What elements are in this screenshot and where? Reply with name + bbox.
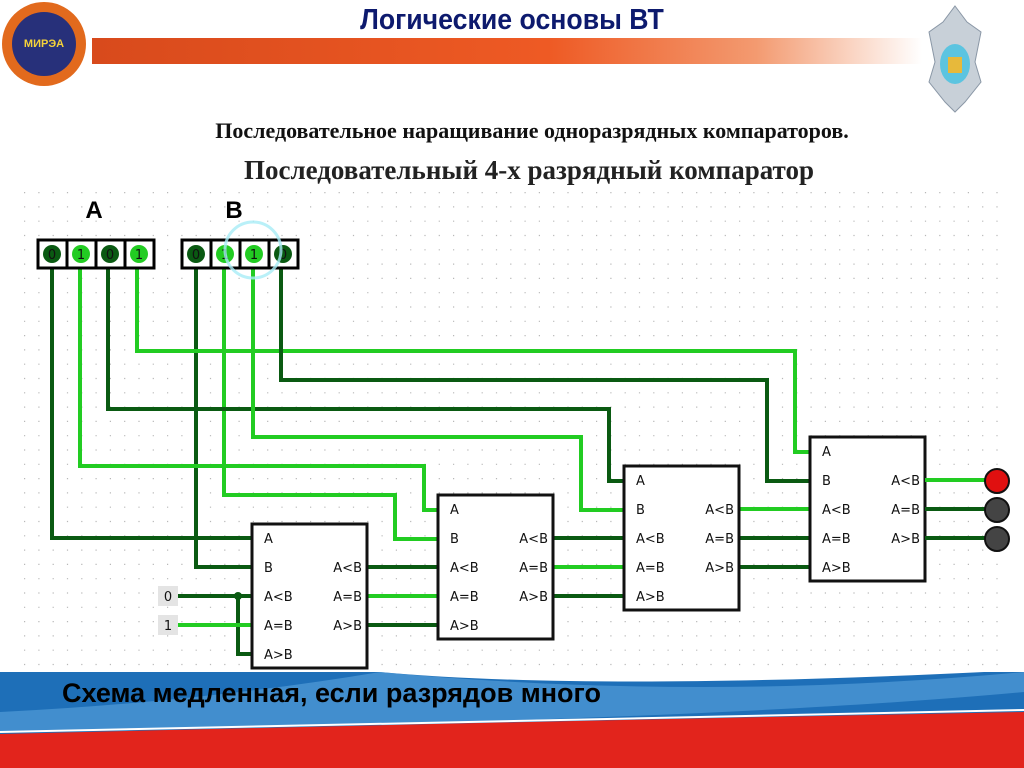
comparator-input-label: A [264, 532, 273, 547]
comparator-1 [250, 522, 369, 670]
pin-bit-value: 1 [77, 248, 85, 263]
wire-b1 [251, 268, 624, 512]
comparator-input-label: A=B [450, 590, 479, 605]
wire-b0 [279, 268, 810, 483]
comparator-input-label: B [636, 503, 645, 518]
emblem-logo [928, 5, 982, 113]
pin-bit-value: 0 [192, 248, 200, 263]
constant-value: 1 [164, 619, 172, 634]
comparator-output-label: A>B [333, 619, 362, 634]
constant-box [158, 615, 178, 635]
comparator-input-label: B [822, 474, 831, 489]
comparator-output-label: A<B [519, 532, 548, 547]
comparator-output-label: A<B [333, 561, 362, 576]
comparator-output-label: A>B [891, 532, 920, 547]
wire-a2 [78, 268, 438, 512]
bottom-decoration [0, 672, 1024, 768]
comparator-input-label: A=B [822, 532, 851, 547]
title-bar-decoration [92, 38, 922, 64]
pin-bit-0[interactable] [187, 245, 205, 263]
wire-b2 [222, 268, 438, 541]
comparator-input-label: A<B [450, 561, 479, 576]
comparator-input-label: A>B [264, 648, 293, 663]
comparator-input-label: A>B [450, 619, 479, 634]
comparator-input-label: A [636, 474, 645, 489]
slide-title: Логические основы ВТ [360, 4, 664, 36]
comparator-output-label: A=B [519, 561, 548, 576]
led-lt [984, 468, 1010, 494]
wire-a3 [50, 268, 252, 540]
subtitle-2: Последовательный 4-х разрядный компарато… [244, 155, 814, 185]
led-gt [984, 526, 1010, 552]
comparator-output-label: A>B [705, 561, 734, 576]
wire-a0 [135, 268, 810, 454]
wire-b3 [194, 268, 252, 569]
input-a-label: A [85, 197, 102, 224]
comparator-input-label: A [822, 445, 831, 460]
input-b-label: B [225, 197, 242, 224]
comparator-circuit: 01ABA<BA=BA>BA<BA=BA>BABA<BA=BA>BA<BA=BA… [24, 192, 1010, 670]
pin-bit-2[interactable] [245, 245, 263, 263]
comparator-input-label: A<B [264, 590, 293, 605]
comparator-output-label: A<B [891, 474, 920, 489]
pin-bit-value: 0 [279, 248, 287, 263]
comparator-input-label: B [450, 532, 459, 547]
comparator-output-label: A=B [333, 590, 362, 605]
junction-dot [234, 592, 242, 600]
pin-bit-3[interactable] [130, 245, 148, 263]
comparator-input-label: A=B [264, 619, 293, 634]
cursor-highlight [223, 220, 283, 280]
comparator-output-label: A=B [705, 532, 734, 547]
pin-bit-2[interactable] [101, 245, 119, 263]
footer-caption: Схема медленная, если разрядов много [62, 678, 601, 708]
wire-const-gt [236, 596, 252, 656]
comparator-input-label: A=B [636, 561, 665, 576]
pin-bit-value: 0 [48, 248, 56, 263]
comparator-input-label: A<B [636, 532, 665, 547]
comparator-2 [436, 493, 555, 641]
comparator-output-label: A>B [519, 590, 548, 605]
led-eq [984, 497, 1010, 523]
comparator-input-label: A>B [636, 590, 665, 605]
subtitle-1: Последовательное наращивание одноразрядн… [215, 118, 849, 143]
comparator-input-label: A [450, 503, 459, 518]
comparator-4 [808, 435, 927, 583]
constant-value: 0 [164, 590, 172, 605]
comparator-3 [622, 464, 741, 612]
pin-bit-value: 0 [106, 248, 114, 263]
comparator-input-label: B [264, 561, 273, 576]
wire-a1 [106, 268, 624, 483]
mirea-logo: МИРЭА [2, 2, 86, 86]
comparator-input-label: A>B [822, 561, 851, 576]
comparator-output-label: A=B [891, 503, 920, 518]
constant-box [158, 586, 178, 606]
pin-bit-value: 1 [135, 248, 143, 263]
pin-bit-0[interactable] [43, 245, 61, 263]
comparator-output-label: A<B [705, 503, 734, 518]
comparator-input-label: A<B [822, 503, 851, 518]
pin-bit-1[interactable] [72, 245, 90, 263]
pin-bit-value: 1 [250, 248, 258, 263]
